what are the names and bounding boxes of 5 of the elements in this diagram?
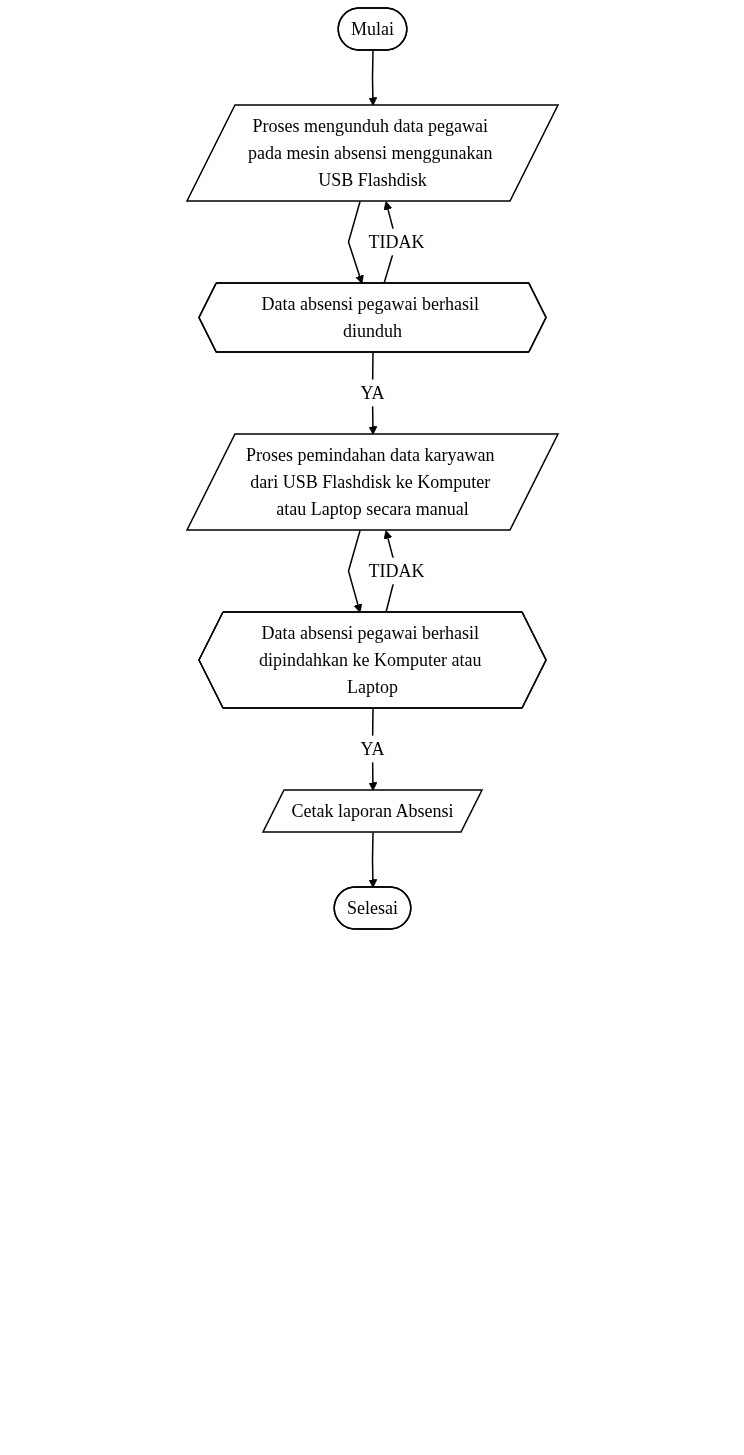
edge-label: TIDAK [368, 231, 424, 252]
edge-label: YA [359, 738, 385, 759]
edge-label: YA [359, 382, 385, 403]
arrow [367, 49, 377, 106]
edge-label: TIDAK [368, 560, 424, 581]
